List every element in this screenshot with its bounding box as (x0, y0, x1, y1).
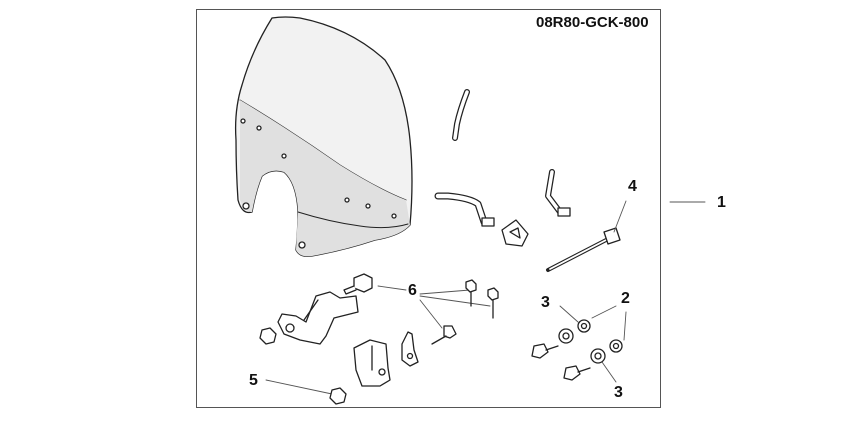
flange-bolts-part (431, 279, 499, 345)
callout-2-top: 2 (621, 290, 630, 307)
diagram-frame (196, 9, 661, 408)
callout-1: 1 (717, 194, 726, 211)
callout-3-bottom: 3 (614, 384, 623, 401)
mount-bracket-part (277, 291, 359, 345)
l-bracket-part (353, 339, 391, 387)
stay-rod-part (452, 89, 470, 141)
callout-leaders (265, 200, 706, 395)
part-number-label: 08R80-GCK-800 (536, 14, 649, 31)
u-stay-part (434, 192, 495, 227)
small-stay-part (545, 169, 571, 217)
screws-part (531, 343, 591, 381)
cable-tie-part (546, 227, 621, 272)
callout-4: 4 (628, 178, 637, 195)
callout-5: 5 (249, 372, 258, 389)
small-clip-part (401, 331, 419, 367)
clip-bracket-part (501, 219, 529, 247)
callout-6: 6 (408, 282, 417, 299)
hex-bolt-part (343, 273, 373, 295)
windscreen-part (234, 16, 413, 258)
washers-part (558, 319, 623, 364)
cap-nut-part (259, 327, 347, 405)
callout-3-top: 3 (541, 294, 550, 311)
